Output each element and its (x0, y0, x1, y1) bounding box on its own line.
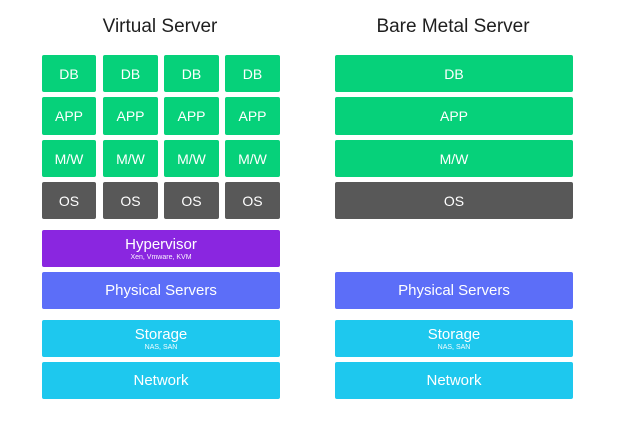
bare-metal-network-label: Network (426, 372, 482, 389)
virtual-storage-layer: Storage NAS, SAN (42, 320, 280, 357)
bare-metal-physical-servers-label: Physical Servers (398, 282, 510, 299)
virtual-mw-label: M/W (54, 150, 84, 167)
bare-metal-os-layer: OS (335, 182, 573, 219)
virtual-network-label: Network (133, 372, 189, 389)
virtual-mw-label: M/W (116, 150, 145, 167)
virtual-mw-label: M/W (238, 150, 267, 167)
virtual-app-4: APP (225, 97, 280, 135)
virtual-storage-label: Storage (134, 326, 188, 343)
virtual-db-label: DB (59, 65, 79, 82)
virtual-db-3: DB (164, 55, 219, 92)
virtual-db-1: DB (42, 55, 96, 92)
virtual-mw-2: M/W (103, 140, 158, 177)
bare-metal-physical-servers-layer: Physical Servers (335, 272, 573, 309)
virtual-app-1: APP (42, 97, 96, 135)
bare-metal-mw-layer: M/W (335, 140, 573, 177)
virtual-os-1: OS (42, 182, 96, 219)
virtual-physical-servers-layer: Physical Servers (42, 272, 280, 309)
virtual-app-label: APP (177, 108, 206, 124)
virtual-os-label: OS (242, 192, 263, 209)
bare-metal-app-layer: APP (335, 97, 573, 135)
bare-metal-db-label: DB (444, 65, 464, 82)
hypervisor-layer: Hypervisor Xen, Vmware, KVM (42, 230, 280, 267)
virtual-db-2: DB (103, 55, 158, 92)
virtual-mw-label: M/W (177, 150, 206, 167)
virtual-db-label: DB (120, 65, 141, 82)
virtual-os-label: OS (120, 192, 141, 209)
virtual-app-label: APP (238, 108, 267, 124)
virtual-db-4: DB (225, 55, 280, 92)
virtual-os-label: OS (58, 192, 80, 209)
virtual-os-label: OS (181, 192, 202, 209)
virtual-os-4: OS (225, 182, 280, 219)
bare-metal-os-label: OS (443, 192, 465, 209)
virtual-mw-1: M/W (42, 140, 96, 177)
virtual-app-3: APP (164, 97, 219, 135)
virtual-app-2: APP (103, 97, 158, 135)
bare-metal-db-layer: DB (335, 55, 573, 92)
virtual-db-label: DB (181, 65, 202, 82)
virtual-os-3: OS (164, 182, 219, 219)
hypervisor-label: Hypervisor (125, 236, 197, 253)
virtual-os-2: OS (103, 182, 158, 219)
virtual-db-label: DB (242, 65, 263, 82)
bare-metal-storage-sublabel: NAS, SAN (437, 344, 471, 351)
bare-metal-storage-label: Storage (427, 326, 481, 343)
bare-metal-mw-label: M/W (439, 150, 469, 167)
bare-metal-storage-layer: Storage NAS, SAN (335, 320, 573, 357)
virtual-mw-3: M/W (164, 140, 219, 177)
virtual-storage-sublabel: NAS, SAN (144, 344, 178, 351)
bare-metal-network-layer: Network (335, 362, 573, 399)
virtual-network-layer: Network (42, 362, 280, 399)
bare-metal-app-label: APP (439, 108, 468, 124)
virtual-physical-servers-label: Physical Servers (105, 282, 217, 299)
virtual-app-label: APP (54, 108, 83, 124)
virtual-mw-4: M/W (225, 140, 280, 177)
bare-metal-server-title: Bare Metal Server (376, 16, 530, 37)
hypervisor-sublabel: Xen, Vmware, KVM (130, 254, 192, 261)
virtual-app-label: APP (116, 108, 145, 124)
virtual-server-title: Virtual Server (102, 16, 218, 37)
